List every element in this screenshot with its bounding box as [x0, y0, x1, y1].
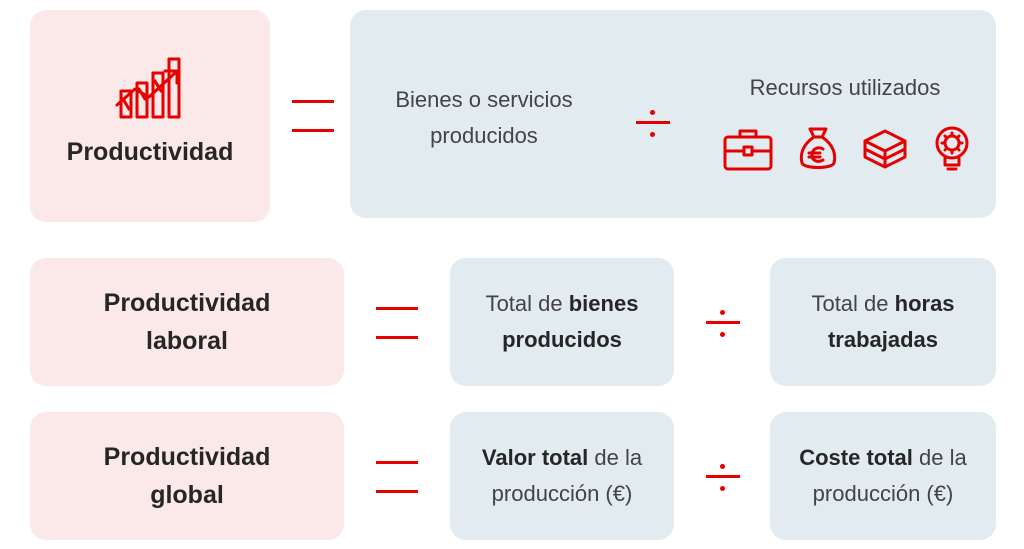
numerator-text: Bienes o servicios producidos [395, 87, 573, 148]
layers-stack-icon [862, 127, 908, 171]
formula-box: Bienes o servicios producidos Recursos u… [350, 10, 996, 218]
valor-total-bold: Valor total [481, 445, 589, 470]
coste-total-line2: producción (€) [812, 481, 954, 506]
divide-sign [706, 306, 740, 340]
coste-total-bold: Coste total [799, 445, 913, 470]
equals-sign [376, 307, 418, 339]
productividad-laboral-line2: laboral [146, 327, 228, 355]
num-bold1: bienes [568, 291, 639, 316]
equals-sign [292, 100, 334, 132]
lightbulb-gear-icon [932, 125, 972, 173]
num-prefix: Total de [485, 291, 569, 316]
valor-total-suffix: de la [588, 445, 643, 470]
denominator-label: Recursos utilizados [749, 75, 941, 100]
coste-total-box: Coste total de la producción (€) [770, 412, 996, 540]
productividad-label: Productividad [66, 138, 234, 166]
productividad-laboral-box: Productividad laboral [30, 258, 344, 386]
productividad-global-line1: Productividad [103, 443, 271, 471]
productividad-global-line2: global [150, 481, 224, 509]
den-bold1: horas [894, 291, 955, 316]
num-bold2: producidos [502, 327, 622, 352]
briefcase-icon [722, 127, 774, 171]
money-bag-euro-icon [798, 125, 838, 173]
coste-total-suffix: de la [912, 445, 967, 470]
equals-sign [376, 461, 418, 493]
horas-trabajadas-box: Total de horas trabajadas [770, 258, 996, 386]
valor-total-box: Valor total de la producción (€) [450, 412, 674, 540]
den-prefix: Total de [811, 291, 895, 316]
productividad-box: Productividad [30, 10, 270, 222]
divide-sign [636, 106, 670, 140]
chart-growth-icon [115, 55, 185, 119]
divide-sign [706, 460, 740, 494]
productividad-global-box: Productividad global [30, 412, 344, 540]
bienes-producidos-box: Total de bienes producidos [450, 258, 674, 386]
productividad-laboral-line1: Productividad [103, 289, 271, 317]
den-bold2: trabajadas [827, 327, 939, 352]
valor-total-line2: producción (€) [491, 481, 633, 506]
